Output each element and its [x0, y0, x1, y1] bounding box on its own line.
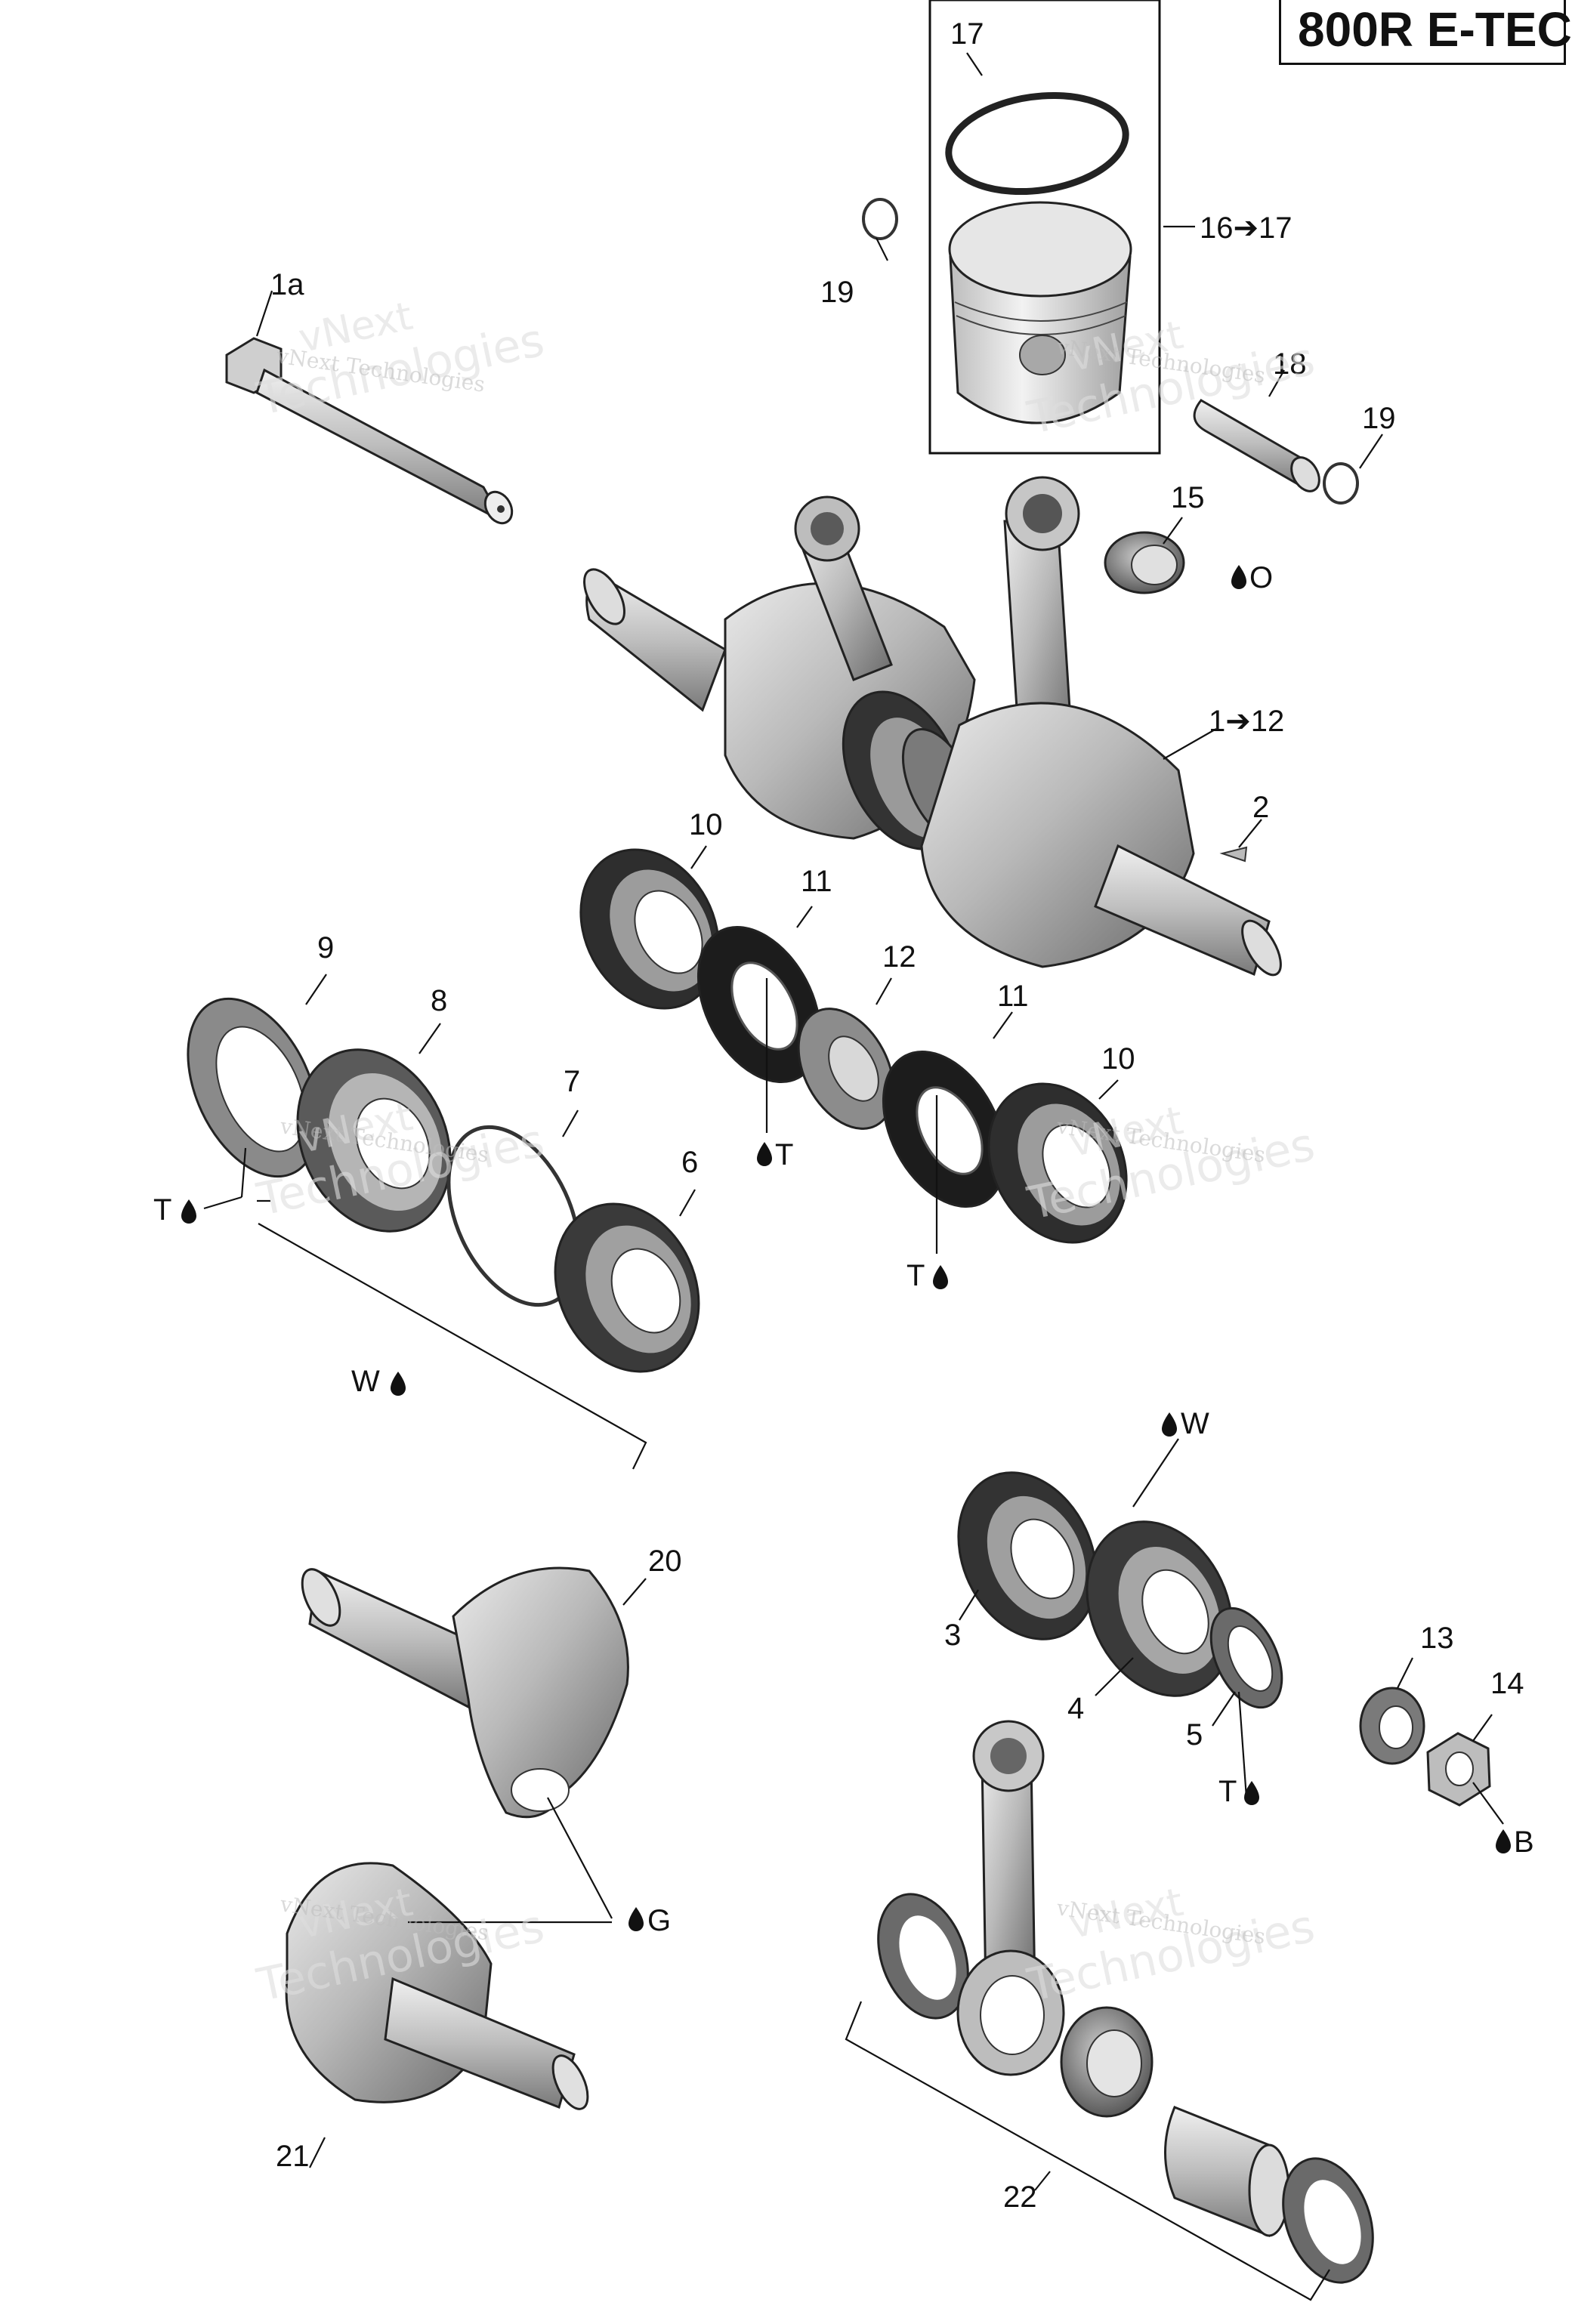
piston-ring [945, 91, 1129, 196]
gear [797, 1008, 895, 1130]
bracket-22 [845, 2001, 1330, 2301]
ball-bearing [554, 1202, 700, 1373]
label-10: 10 [689, 808, 723, 841]
label-6: 6 [681, 1146, 698, 1179]
drop-icon [757, 1142, 772, 1166]
woodruff-key [1219, 846, 1248, 863]
label-7: 7 [564, 1065, 580, 1098]
label-12: 12 [882, 940, 916, 974]
label-21: 21 [276, 2140, 310, 2173]
leader-lines [203, 52, 1504, 2191]
drop-icon [1496, 1829, 1511, 1853]
lube-t: T [775, 1138, 793, 1171]
nut [1426, 1732, 1491, 1807]
label-11: 11 [801, 865, 832, 898]
piston [948, 201, 1132, 424]
bearing-housing [296, 1048, 452, 1233]
label-15: 15 [1171, 481, 1205, 514]
lube-b: B [1514, 1826, 1534, 1859]
ball-bearing [987, 1082, 1128, 1244]
label-8: 8 [431, 984, 447, 1017]
drop-icon [1162, 1412, 1177, 1437]
bracket-w [257, 1199, 647, 1470]
label-14: 14 [1490, 1667, 1524, 1700]
roller-bearing [1086, 1520, 1234, 1697]
diagram-title: 800R E-TEC [1298, 2, 1572, 57]
label-16-17: 16➔17 [1200, 211, 1292, 245]
crank-pin [1164, 2106, 1290, 2237]
lube-t: T [906, 1259, 925, 1292]
lube-g: G [647, 1904, 671, 1937]
ball-bearing [579, 848, 720, 1010]
watermarks: vNext Technologies vNext Technologies vN… [252, 294, 1320, 2012]
drop-icon [391, 1372, 406, 1396]
crankshaft-assembly [583, 476, 1282, 977]
label-11: 11 [997, 980, 1029, 1013]
label-1a: 1a [270, 268, 304, 301]
piston-pin [1193, 399, 1320, 492]
label-10: 10 [1101, 1042, 1135, 1076]
label-9: 9 [317, 931, 334, 964]
label-13: 13 [1420, 1622, 1454, 1655]
connecting-rod [956, 1720, 1065, 2076]
lube-w: W [1181, 1407, 1209, 1440]
part-labels: 17 16➔17 19 18 19 1a 15 1➔12 2 10 11 12 … [270, 17, 1524, 2214]
label-20: 20 [648, 1545, 682, 1578]
lube-t: T [1218, 1775, 1237, 1808]
lube-t: T [153, 1193, 171, 1227]
label-18: 18 [1273, 347, 1307, 381]
seal-small [1209, 1606, 1283, 1709]
label-17: 17 [950, 17, 984, 51]
label-19: 19 [820, 276, 854, 309]
needle-bearing [1060, 2006, 1154, 2118]
lubricant-callouts: O T T T W W T B G [153, 561, 1534, 1937]
crank-bolt [225, 337, 514, 525]
drop-icon [933, 1265, 948, 1289]
drop-icon [628, 1907, 644, 1931]
label-19: 19 [1362, 402, 1396, 435]
label-2: 2 [1252, 791, 1269, 824]
oil-seal [882, 1050, 1007, 1208]
label-1-12: 1➔12 [1209, 705, 1284, 738]
lube-w: W [351, 1365, 380, 1398]
crankshaft-half-upper [301, 1566, 629, 1819]
lube-o: O [1249, 561, 1273, 594]
ball-bearing [957, 1471, 1098, 1640]
oil-seal [696, 925, 822, 1084]
label-5: 5 [1186, 1718, 1203, 1751]
drop-icon [1244, 1781, 1259, 1805]
title-box: 800R E-TEC [1279, 0, 1572, 65]
washer [1359, 1687, 1425, 1765]
o-ring [446, 1125, 581, 1307]
circlip [862, 198, 898, 240]
label-3: 3 [944, 1619, 961, 1652]
label-22: 22 [1003, 2180, 1037, 2214]
piston-group-box [928, 0, 1161, 455]
drop-icon [1231, 565, 1246, 589]
needle-bearing-small [1104, 531, 1185, 594]
oil-seal-large [187, 997, 320, 1178]
label-4: 4 [1067, 1692, 1084, 1725]
drop-icon [181, 1199, 196, 1224]
circlip [1323, 462, 1359, 505]
